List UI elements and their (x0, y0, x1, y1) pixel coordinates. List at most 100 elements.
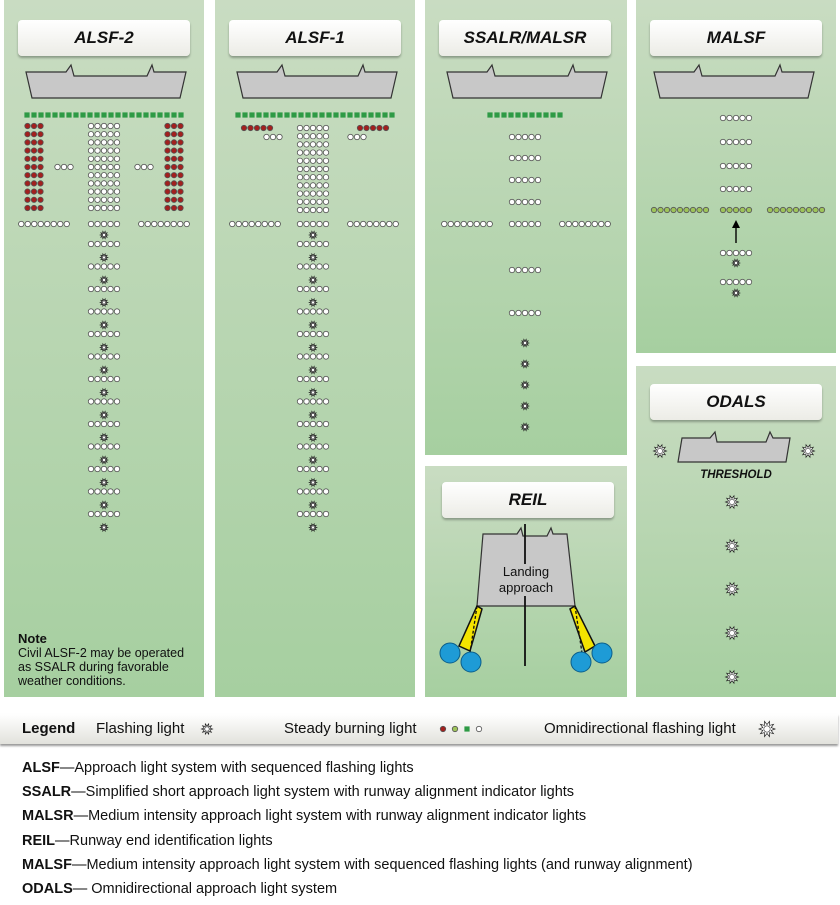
steady-light (164, 139, 171, 146)
threshold-light (326, 112, 332, 118)
steady-light (732, 162, 740, 170)
steady-light (316, 510, 323, 518)
steady-light (113, 465, 121, 473)
steady-light (50, 220, 57, 228)
steady-light (113, 204, 121, 212)
steady-light (719, 162, 727, 170)
steady-light (303, 420, 310, 428)
steady-light (322, 182, 330, 189)
flashing-light (200, 722, 214, 736)
steady-light (94, 131, 101, 138)
steady-light (322, 206, 330, 214)
steady-light (170, 147, 178, 154)
steady-light (100, 330, 108, 338)
steady-light (30, 196, 38, 203)
steady-light (303, 240, 310, 248)
steady-light (107, 330, 114, 338)
panel-title: MALSF (650, 20, 822, 56)
steady-light (508, 309, 516, 317)
reil-light-left-2 (460, 651, 482, 673)
direction-arrowhead (732, 220, 740, 228)
steady-light (534, 198, 542, 206)
steady-light (528, 133, 535, 141)
steady-light (248, 220, 255, 228)
steady-light (303, 149, 310, 156)
steady-light (170, 204, 178, 212)
legend-bar: Legend Flashing light Steady burning lig… (0, 714, 838, 744)
steady-light (164, 188, 171, 195)
steady-light (745, 162, 753, 170)
steady-light (100, 240, 108, 248)
steady-light (30, 139, 38, 146)
steady-light (726, 185, 733, 193)
steady-light (739, 185, 746, 193)
steady-light (94, 488, 101, 495)
steady-light (87, 330, 95, 338)
omnidirectional-light (724, 494, 740, 510)
steady-light (316, 263, 323, 270)
steady-light (94, 220, 101, 228)
steady-light (316, 420, 323, 428)
steady-light (296, 165, 304, 173)
steady-light (164, 131, 171, 138)
steady-light (100, 308, 108, 315)
steady-light (732, 185, 740, 193)
flashing-light (308, 297, 318, 308)
steady-light (177, 188, 184, 195)
steady-light (360, 220, 367, 228)
steady-light (107, 488, 114, 495)
steady-light (87, 398, 95, 405)
steady-light (473, 220, 480, 228)
steady-light (296, 124, 304, 132)
steady-light (515, 133, 522, 141)
steady-light (296, 510, 304, 518)
steady-light (107, 196, 114, 203)
steady-light (113, 420, 121, 428)
panel-title: SSALR/MALSR (439, 20, 611, 56)
steady-light (87, 375, 95, 383)
alsf1-diagram (229, 63, 399, 533)
steady-light (242, 220, 249, 228)
flashing-light (308, 455, 318, 465)
steady-light (467, 220, 474, 228)
steady-light (67, 163, 74, 171)
steady-light (94, 420, 101, 428)
steady-light (140, 163, 148, 171)
term: ODALS (22, 880, 73, 897)
steady-light (87, 147, 95, 154)
steady-light (170, 188, 178, 195)
steady-light (113, 172, 121, 179)
steady-light (113, 122, 121, 130)
steady-light (94, 398, 101, 405)
steady-light (296, 353, 304, 360)
steady-light (113, 375, 121, 383)
threshold-light (235, 112, 241, 118)
flashing-light (99, 387, 109, 398)
steady-light (100, 420, 108, 428)
steady-light (719, 278, 727, 286)
steady-light (24, 204, 31, 212)
term-text: —Approach light system with sequenced fl… (59, 760, 414, 776)
flashing-light (308, 432, 318, 443)
steady-light (366, 220, 373, 228)
steady-light (37, 172, 44, 179)
steady-light (303, 141, 310, 148)
flashing-light (520, 338, 530, 348)
steady-light (683, 206, 690, 214)
steady-light (87, 220, 95, 228)
steady-light (87, 510, 95, 518)
steady-light (779, 206, 787, 214)
steady-light (309, 149, 317, 156)
steady-light (565, 220, 572, 228)
steady-light (37, 204, 44, 212)
flashing-light (520, 380, 530, 390)
reil-beam-right-edge (574, 605, 583, 654)
steady-light (818, 206, 826, 214)
steady-light (303, 157, 310, 164)
threshold-light (305, 112, 311, 118)
steady-light (303, 182, 310, 189)
flashing-light (99, 275, 109, 285)
omnidirectional-light (724, 581, 740, 597)
steady-light (170, 155, 178, 162)
steady-light (585, 220, 592, 228)
